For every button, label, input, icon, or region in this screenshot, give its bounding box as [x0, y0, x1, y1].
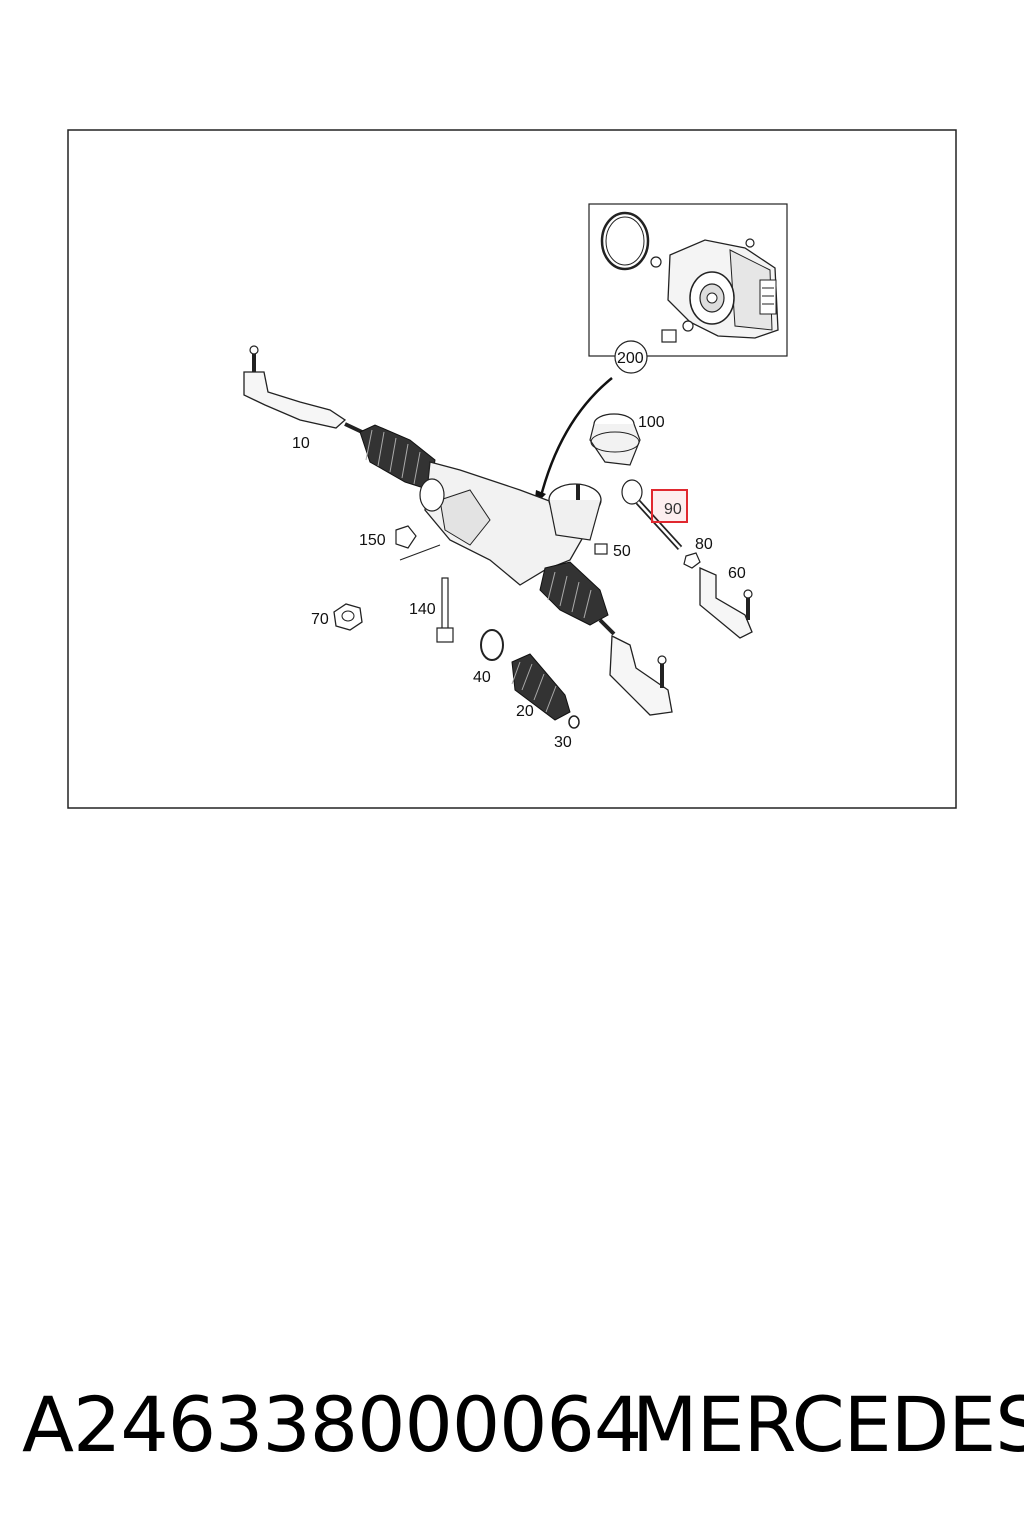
- clip-30-drawing: [568, 715, 580, 729]
- callout-80: 80: [695, 536, 713, 553]
- part-number: A246338000064: [22, 1380, 642, 1469]
- inner-tie-rod-90-drawing: [621, 479, 683, 551]
- ring-40-drawing: [480, 629, 504, 661]
- motor-inset: [588, 203, 788, 357]
- callout-30: 30: [554, 734, 572, 751]
- diagram-border: [67, 129, 957, 809]
- callout-90: 90: [664, 501, 682, 518]
- footer: A246338000064 MERCEDES: [0, 1375, 1024, 1485]
- steering-rack-drawing: [359, 424, 616, 636]
- callout-140: 140: [409, 601, 436, 618]
- tie-rod-end-lower-drawing: [609, 634, 673, 716]
- callout-150: 150: [359, 532, 386, 549]
- o-ring-drawing: [600, 211, 650, 271]
- callout-50: 50: [613, 543, 631, 560]
- callout-100: 100: [638, 414, 665, 431]
- tie-rod-end-60-drawing: [699, 567, 753, 639]
- callout-70: 70: [311, 611, 329, 628]
- callout-40: 40: [473, 669, 491, 686]
- brand-name: MERCEDES: [632, 1380, 1024, 1469]
- nut-80-drawing: [683, 552, 701, 569]
- bellow-20-drawing: [511, 653, 571, 721]
- callout-200-bubble: [614, 340, 648, 374]
- nut-150-drawing: [395, 525, 417, 549]
- tie-rod-end-left-drawing: [243, 345, 363, 434]
- bolt-140-drawing: [436, 577, 454, 643]
- nut-70-drawing: [333, 603, 363, 631]
- dust-boot-100-drawing: [589, 413, 641, 466]
- assembly-arrow: [538, 377, 613, 501]
- plug-50-drawing: [594, 543, 608, 555]
- callout-200: 200: [617, 350, 644, 367]
- callout-60: 60: [728, 565, 746, 582]
- callout-20: 20: [516, 703, 534, 720]
- callout-90-highlight: [651, 489, 688, 523]
- callout-10: 10: [292, 435, 310, 452]
